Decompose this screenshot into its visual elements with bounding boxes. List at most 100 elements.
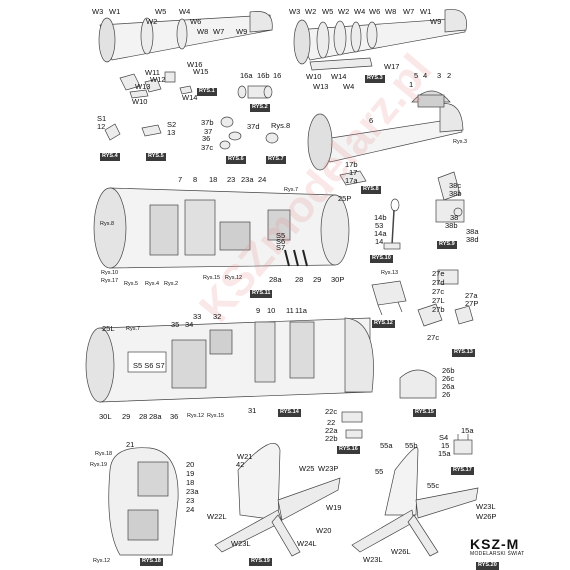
figure-tag: RYS.6 [226, 156, 246, 164]
figure-reference: Rys.4 [145, 281, 160, 287]
part-label: 8 [193, 175, 198, 184]
part-label: W12 [150, 75, 166, 84]
figure-reference: Rys.18 [95, 451, 113, 457]
part-label: W1 [420, 7, 432, 16]
part-label: 14a [374, 229, 387, 238]
fuselage-section-rear [93, 187, 350, 269]
part-label: 20 [186, 460, 195, 469]
part-label: 3 [437, 71, 442, 80]
part-label: 36 [170, 412, 179, 421]
figure-tag: RYS.20 [476, 562, 499, 570]
brand-logo: KSZ-M MODELARSKI ŚWIAT [470, 537, 562, 565]
figure-reference: Rys.12 [187, 413, 205, 419]
part-label: W6 [190, 17, 202, 26]
part-label: 26a [442, 382, 455, 391]
part-label: W11 [145, 68, 160, 77]
figure-tag: RYS.10 [370, 255, 393, 263]
part-label: 37c [201, 143, 214, 152]
part-label: 4 [423, 71, 428, 80]
part-rys17 [453, 434, 473, 455]
part-label: 5 [414, 71, 419, 80]
part-label: S2 [167, 120, 177, 129]
part-label: 27b [432, 305, 445, 314]
figure-reference: Rys.3 [453, 139, 468, 145]
part-label: W3 [92, 7, 104, 16]
part-label: 15 [441, 441, 450, 450]
part-label: 27P [465, 299, 479, 308]
part-label: 55b [405, 441, 418, 450]
part-label: W4 [343, 82, 355, 91]
part-label: S7 [276, 243, 286, 252]
wing-spar-assembly-2 [293, 9, 467, 71]
figure-reference: Rys.12 [93, 558, 111, 564]
part-label: 38a [466, 227, 479, 236]
part-label: 37 [204, 127, 213, 136]
part-label: S6 [276, 237, 286, 246]
part-label: 1 [409, 80, 414, 89]
part-label: 53 [375, 221, 384, 230]
parts-37 [219, 116, 279, 150]
figure-reference: Rys.13 [381, 270, 399, 276]
part-label: W7 [213, 27, 225, 36]
part-label: W23L [476, 502, 496, 511]
part-label: W23P [318, 464, 339, 473]
part-label: 31 [248, 406, 257, 415]
part-label: 29 [313, 275, 322, 284]
part-label: 28a [149, 412, 162, 421]
part-label: 33 [193, 312, 202, 321]
part-label: 27a [465, 291, 478, 300]
figure-tag: RYS.2 [250, 104, 270, 112]
part-label: W8 [385, 7, 397, 16]
part-label: S4 [439, 433, 449, 442]
part-label: W5 [322, 7, 334, 16]
part-rys13 [417, 269, 474, 327]
part-label: 27c [432, 287, 445, 296]
part-label: S5 [276, 231, 286, 240]
fuselage-section-front [85, 317, 374, 403]
part-label: 22 [327, 418, 336, 427]
part-label: W7 [403, 7, 415, 16]
part-label: 26 [442, 390, 451, 399]
drum-part [237, 85, 273, 99]
figure-reference: Rys.7 [126, 326, 141, 332]
figure-tag: RYS.14 [278, 409, 301, 417]
part-label: 21 [126, 440, 135, 449]
part-label: W9 [430, 17, 442, 26]
figure-tag: RYS.15 [413, 409, 436, 417]
parts-17 [339, 170, 367, 186]
part-label: 11a [295, 306, 307, 315]
part-label: W2 [338, 7, 350, 16]
part-label: 55 [375, 467, 384, 476]
figure-reference: Rys.2 [164, 281, 179, 287]
part-label: W20 [316, 526, 332, 535]
part-label: 22b [325, 434, 338, 443]
part-label: W15 [193, 67, 209, 76]
brand-mark: KSZ-M [470, 536, 520, 552]
part-label: W2 [305, 7, 317, 16]
tail-assembly-rys19 [214, 442, 341, 557]
part-label: 18 [186, 478, 195, 487]
figure-reference: Rys.15 [203, 275, 221, 281]
part-rys12 [371, 280, 407, 316]
part-label: 15a [438, 449, 451, 458]
part-label: 23a [186, 487, 199, 496]
figure-tag: RYS.7 [266, 156, 286, 164]
part-label: 28a [269, 275, 282, 284]
part-label: 13 [167, 128, 176, 137]
part-label: 55a [380, 441, 393, 450]
part-label: 19 [186, 469, 195, 478]
figure-reference: Rys.17 [101, 278, 119, 284]
part-label: 37b [201, 118, 214, 127]
wing-with-cockpit [307, 90, 464, 171]
part-label: W13 [135, 82, 151, 91]
part-label: 36 [202, 134, 211, 143]
figure-tag: RYS.16 [337, 446, 360, 454]
part-label: 17 [349, 168, 358, 177]
part-label: W10 [132, 97, 148, 106]
figure-reference: Rys.8 [100, 221, 115, 227]
part-label: 17b [345, 160, 358, 169]
part-label: 26c [442, 374, 455, 383]
figure-tag: RYS.8 [361, 186, 381, 194]
